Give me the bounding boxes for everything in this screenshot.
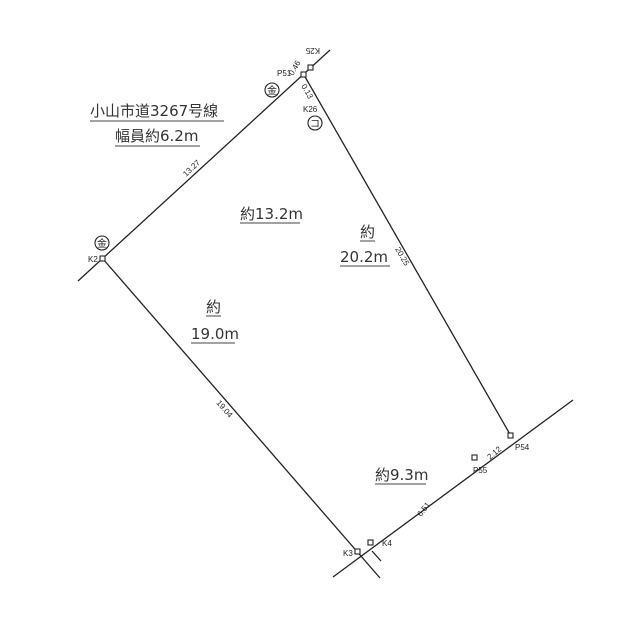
label-p55: P55 — [473, 466, 488, 475]
length-p51-k25: 0.46 — [287, 59, 303, 77]
label-p51: P51 — [277, 69, 292, 78]
dimension-bottom: 約9.3m — [375, 466, 428, 484]
svg-text:コ: コ — [310, 119, 320, 130]
dimension-top: 約13.2m — [240, 205, 303, 223]
road-boundary-line-top — [77, 49, 331, 282]
ko-marker-k26: コ — [307, 115, 323, 131]
boundary-line-right — [303, 74, 512, 437]
svg-text:金: 金 — [97, 237, 107, 250]
length-k26-p54: 20.25 — [393, 246, 411, 268]
label-k2: K2 — [88, 255, 98, 264]
length-k2-p51: 13.27 — [181, 158, 202, 179]
label-k26: K26 — [303, 105, 318, 114]
kin-marker-p51: 金 — [264, 82, 280, 98]
point-k2 — [99, 255, 106, 262]
point-p51 — [300, 71, 307, 78]
point-k3 — [354, 548, 361, 555]
dimension-left: 19.0m — [191, 325, 239, 343]
length-p51-k26: 0.13 — [299, 83, 315, 101]
road-name: 小山市道3267号線 — [90, 102, 218, 120]
length-p55-p54: 2.12 — [486, 444, 504, 461]
kin-marker-k2: 金 — [94, 235, 110, 251]
boundary-line-left — [102, 258, 381, 579]
point-k4 — [367, 539, 374, 546]
road-boundary-line-bottom — [332, 399, 574, 578]
svg-text:金: 金 — [267, 84, 277, 97]
label-k25: K25 — [305, 46, 320, 55]
point-k25 — [307, 64, 314, 71]
point-p55 — [471, 454, 478, 461]
point-p54 — [507, 432, 514, 439]
dimension-right-prefix: 約 — [360, 223, 375, 241]
dimension-left-prefix: 約 — [206, 298, 221, 316]
dimension-right: 20.2m — [340, 248, 388, 266]
length-k4-p55: 6.51 — [415, 500, 432, 518]
label-p54: P54 — [515, 443, 530, 452]
length-k2-k3: 19.04 — [214, 398, 234, 419]
road-width: 幅員約6.2m — [115, 127, 198, 145]
k4-arrow-mark — [371, 550, 382, 562]
label-k3: K3 — [343, 549, 353, 558]
label-k4: K4 — [382, 539, 392, 548]
